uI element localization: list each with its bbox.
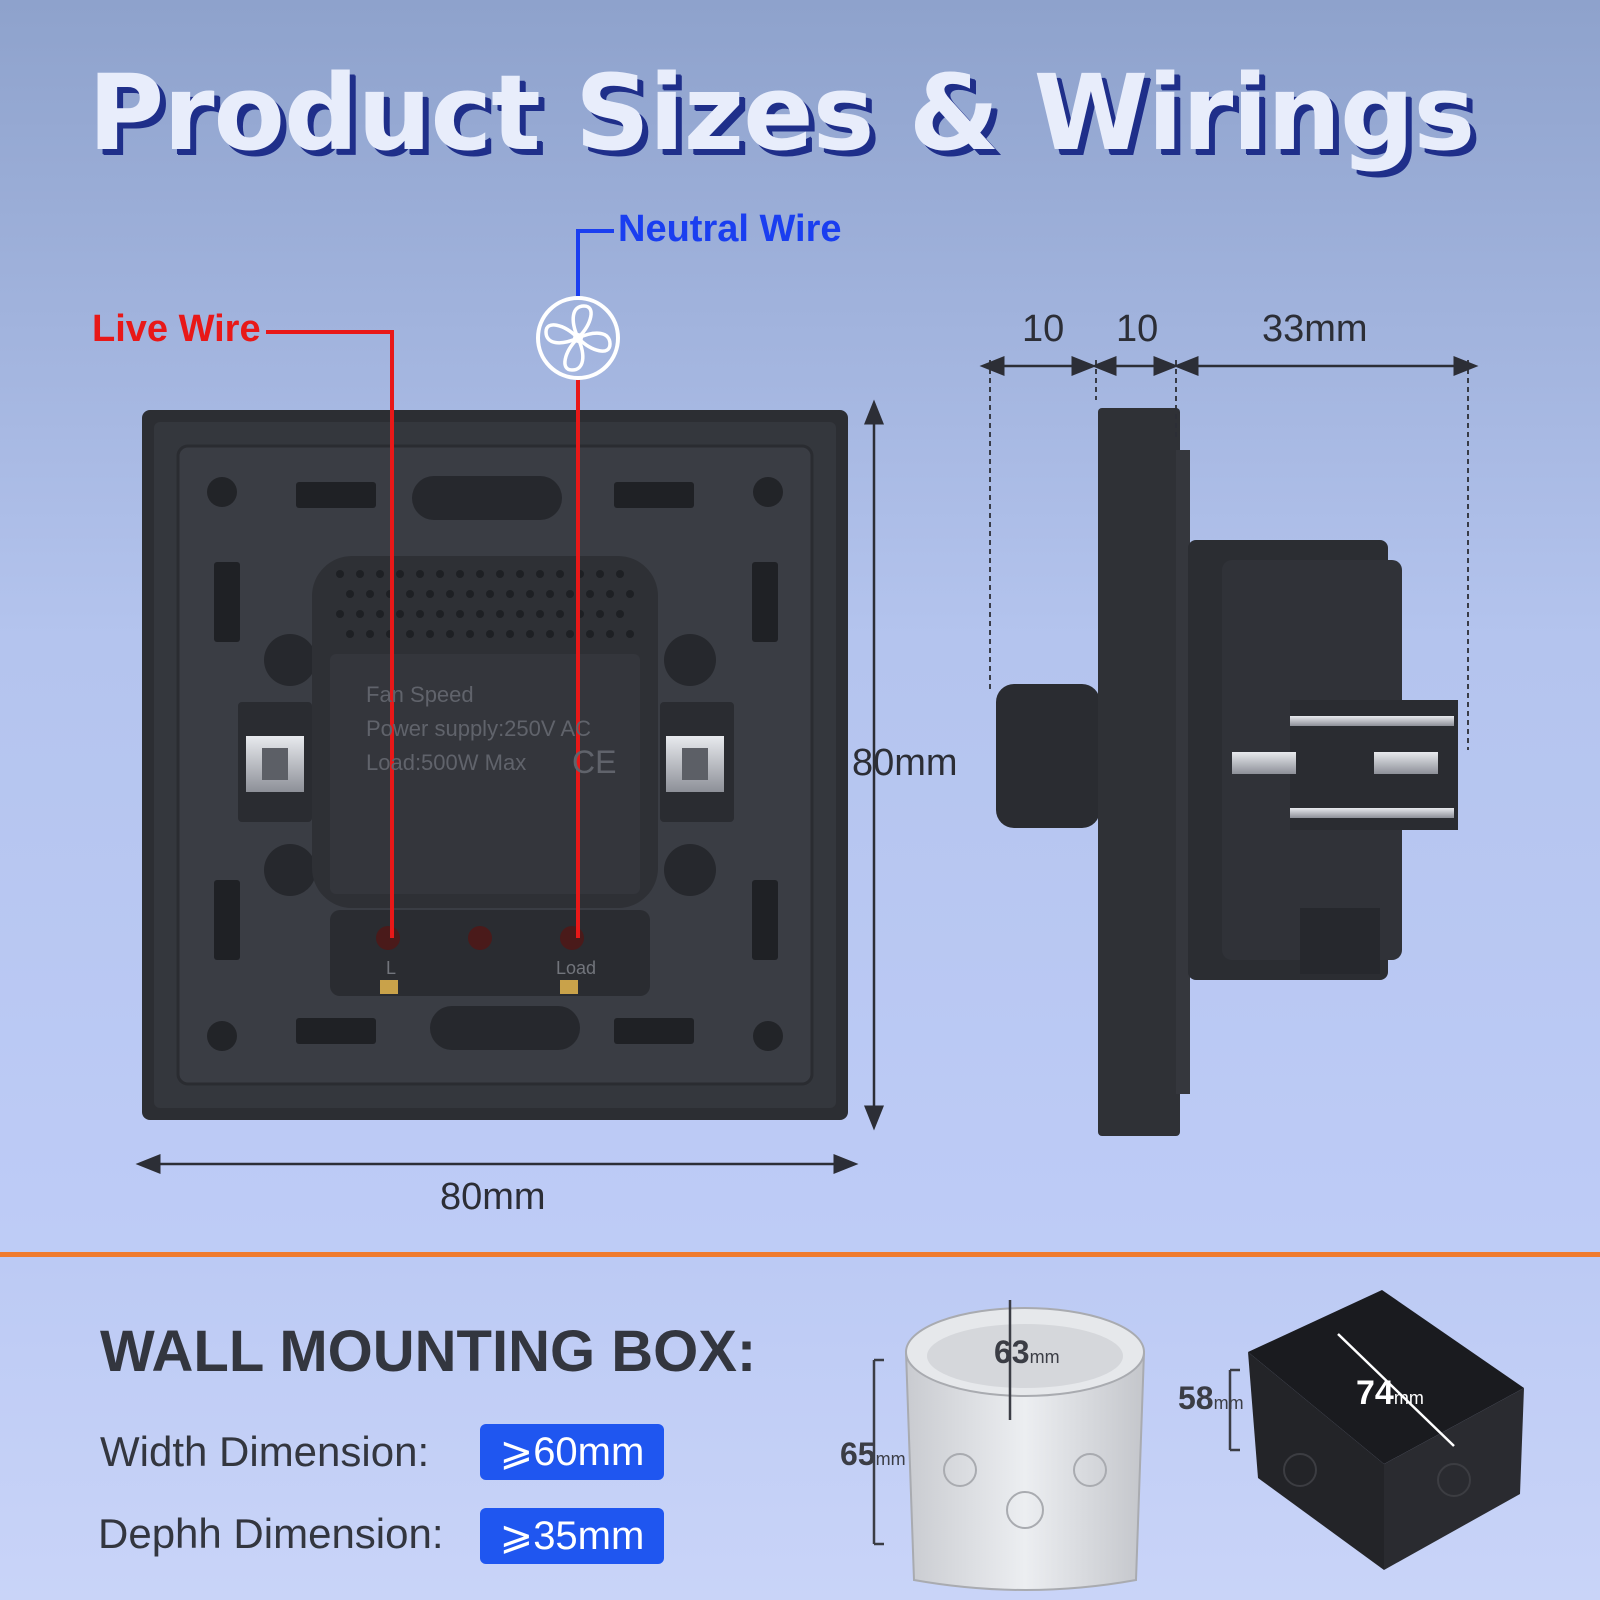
vent-hole xyxy=(596,610,604,618)
vent-hole xyxy=(516,570,524,578)
vent-hole xyxy=(376,570,384,578)
vent-hole xyxy=(586,590,594,598)
depth-segment-3: 33mm xyxy=(1262,308,1368,350)
vent-hole xyxy=(566,630,574,638)
vent-hole xyxy=(366,590,374,598)
vent-hole xyxy=(436,610,444,618)
vent-hole xyxy=(416,610,424,618)
vent-hole xyxy=(446,630,454,638)
vent-hole xyxy=(496,570,504,578)
vent-hole xyxy=(366,630,374,638)
depth-segment-2: 10 xyxy=(1116,308,1159,350)
wall-mounting-heading: WALL MOUNTING BOX: xyxy=(100,1319,757,1384)
vent-hole xyxy=(616,570,624,578)
vent-hole xyxy=(536,610,544,618)
terminal-load-label: Load xyxy=(556,958,597,978)
live-wire xyxy=(266,330,394,938)
round-wall-box xyxy=(872,1300,1146,1591)
terminal-l-label: L xyxy=(386,958,397,978)
dimension-lines xyxy=(135,356,1479,1174)
depth-spec-badge: ⩾35mm xyxy=(480,1508,664,1564)
section-divider xyxy=(0,1252,1600,1257)
module-label-line2: Power supply:250V AC xyxy=(366,716,592,741)
square-box-width: 74mm xyxy=(1356,1374,1424,1412)
square-wall-box xyxy=(1228,1290,1524,1570)
vent-hole xyxy=(476,610,484,618)
vent-hole xyxy=(516,610,524,618)
vent-hole xyxy=(556,610,564,618)
page-title: Product Sizes & Wirings xyxy=(88,52,1475,174)
vent-hole xyxy=(426,590,434,598)
vent-hole xyxy=(506,590,514,598)
vent-hole xyxy=(606,590,614,598)
vent-hole xyxy=(436,570,444,578)
vent-hole xyxy=(336,610,344,618)
vent-hole xyxy=(596,570,604,578)
depth-segment-1: 10 xyxy=(1022,308,1065,350)
width-spec-badge: ⩾60mm xyxy=(480,1424,664,1480)
vent-hole xyxy=(546,590,554,598)
vent-hole xyxy=(556,570,564,578)
vent-hole xyxy=(526,590,534,598)
vent-hole xyxy=(466,590,474,598)
vent-hole xyxy=(406,630,414,638)
vent-hole xyxy=(456,570,464,578)
vent-hole xyxy=(506,630,514,638)
vent-hole xyxy=(606,630,614,638)
module-label-line3: Load:500W Max xyxy=(366,750,527,775)
switch-back-view xyxy=(142,410,848,1120)
vent-hole xyxy=(496,610,504,618)
vent-hole xyxy=(486,630,494,638)
fan-icon xyxy=(536,296,620,380)
module-label-line1: Fan Speed xyxy=(366,682,474,707)
vent-hole xyxy=(526,630,534,638)
vent-hole xyxy=(446,590,454,598)
vent-hole xyxy=(416,570,424,578)
vent-hole xyxy=(586,630,594,638)
vent-hole xyxy=(346,630,354,638)
round-box-diameter: 63mm xyxy=(994,1334,1060,1370)
vent-hole xyxy=(376,610,384,618)
vent-hole xyxy=(486,590,494,598)
depth-spec-label: Dephh Dimension: xyxy=(98,1510,444,1557)
width-spec-label: Width Dimension: xyxy=(100,1428,430,1475)
vent-hole xyxy=(466,630,474,638)
vent-hole xyxy=(626,590,634,598)
height-dimension: 80mm xyxy=(852,742,958,784)
vent-hole xyxy=(336,570,344,578)
vent-hole xyxy=(356,610,364,618)
vent-hole xyxy=(566,590,574,598)
vent-hole xyxy=(546,630,554,638)
vent-hole xyxy=(426,630,434,638)
width-dimension: 80mm xyxy=(440,1176,546,1218)
neutral-wire xyxy=(576,229,614,938)
vent-hole xyxy=(536,570,544,578)
neutral-wire-label: Neutral Wire xyxy=(618,208,842,250)
live-wire-label: Live Wire xyxy=(92,308,261,350)
ce-mark: CE xyxy=(572,744,617,780)
vent-hole xyxy=(456,610,464,618)
round-box-height: 65mm xyxy=(840,1436,906,1472)
switch-side-view xyxy=(996,408,1458,1136)
vent-hole xyxy=(616,610,624,618)
vent-hole xyxy=(396,610,404,618)
vent-hole xyxy=(396,570,404,578)
square-box-height: 58mm xyxy=(1178,1380,1244,1416)
vent-hole xyxy=(346,590,354,598)
vent-hole xyxy=(626,630,634,638)
vent-hole xyxy=(356,570,364,578)
vent-hole xyxy=(476,570,484,578)
vent-hole xyxy=(406,590,414,598)
